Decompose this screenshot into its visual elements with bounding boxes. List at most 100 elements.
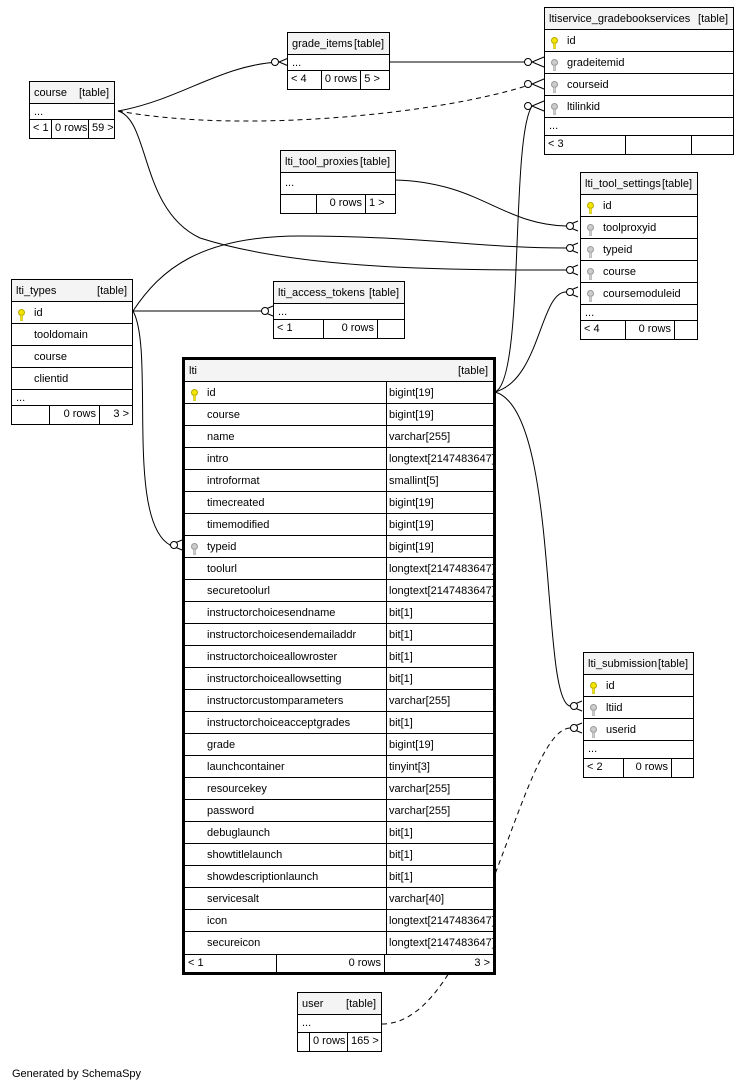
prev-nav[interactable]: < 4	[288, 71, 322, 89]
table-kind: [table]	[369, 287, 399, 299]
more-columns: ...	[12, 390, 132, 406]
next-nav[interactable]	[692, 136, 733, 154]
table-kind: [table]	[97, 285, 127, 297]
table-header: course [table]	[30, 82, 114, 104]
column-row: coursemoduleid	[581, 283, 697, 305]
column-name: showdescriptionlaunch	[207, 871, 319, 883]
column-type: longtext[2147483647]	[386, 910, 493, 931]
next-nav[interactable]	[672, 759, 693, 777]
table-kind: [table]	[662, 178, 692, 190]
column-row: instructorcustomparameters varchar[255]	[185, 690, 493, 712]
prev-nav[interactable]: < 4	[581, 321, 626, 339]
table-footer: 0 rows 1 >	[281, 195, 395, 213]
column-name: instructorchoiceallowroster	[207, 651, 338, 663]
column-row: showdescriptionlaunch bit[1]	[185, 866, 493, 888]
column-name: id	[207, 387, 216, 399]
table-kind: [table]	[79, 87, 109, 99]
next-nav[interactable]: 5 >	[364, 73, 380, 85]
column-type: bit[1]	[386, 866, 413, 887]
table-footer: < 3	[545, 136, 733, 154]
next-nav[interactable]	[378, 320, 404, 338]
column-name: secureicon	[207, 937, 261, 949]
column-type: varchar[40]	[386, 888, 444, 909]
table-name: lti_tool_proxies	[285, 156, 359, 168]
column-name: instructorchoicesendname	[207, 607, 336, 619]
prev-nav[interactable]: < 1	[185, 955, 277, 972]
column-type: varchar[255]	[386, 690, 450, 711]
column-name: showtitlelaunch	[207, 849, 283, 861]
table-lti-access-tokens[interactable]: lti_access_tokens [table] ... < 1 0 rows	[273, 281, 405, 339]
edge-ltiservice-course	[117, 83, 533, 122]
prev-nav[interactable]	[12, 406, 50, 424]
column-type: bit[1]	[386, 822, 413, 843]
column-name: resourcekey	[207, 783, 267, 795]
next-nav[interactable]	[675, 321, 697, 339]
table-name: grade_items	[292, 38, 353, 50]
table-footer: < 4 0 rows 5 >	[288, 71, 389, 89]
edge-ltiservice-lti	[494, 105, 533, 393]
column-type: longtext[2147483647]	[386, 932, 493, 954]
table-lti-types[interactable]: lti_types [table] id tooldomain course c…	[11, 279, 133, 425]
column-row: userid	[584, 719, 693, 741]
column-type: varchar[255]	[386, 800, 450, 821]
edge-toolsettings-proxy	[393, 179, 567, 227]
table-ltiservice-gradebookservices[interactable]: ltiservice_gradebookservices [table] id …	[544, 7, 734, 155]
table-footer: 0 rows 3 >	[12, 406, 132, 424]
prev-nav[interactable]: < 1	[30, 120, 52, 138]
table-header: lti_tool_proxies [table]	[281, 151, 395, 173]
row-count: 0 rows	[277, 955, 385, 972]
column-name: typeid	[207, 541, 237, 553]
column-name: grade	[207, 739, 236, 751]
column-row: id	[584, 675, 693, 697]
primary-key-icon	[190, 387, 199, 402]
table-lti-tool-settings[interactable]: lti_tool_settings [table] id toolproxyid…	[580, 172, 698, 340]
generated-by-text: Generated by SchemaSpy	[12, 1068, 142, 1080]
more-columns: ...	[274, 304, 404, 320]
table-kind: [table]	[458, 365, 488, 377]
column-type: smallint[5]	[386, 470, 439, 491]
primary-key-icon	[550, 35, 559, 50]
row-count: 0 rows	[626, 321, 675, 339]
table-name: user	[302, 998, 324, 1010]
row-count: 0 rows	[322, 71, 362, 89]
prev-nav[interactable]	[281, 195, 317, 213]
table-footer: < 4 0 rows	[581, 321, 697, 339]
table-user[interactable]: user [table] ... 0 rows 165 >	[297, 992, 382, 1052]
column-name: intro	[207, 453, 229, 465]
table-lti-submission[interactable]: lti_submission [table] id ltiid userid .…	[583, 652, 694, 778]
prev-nav[interactable]: < 2	[584, 759, 624, 777]
column-row: toolproxyid	[581, 217, 697, 239]
more-columns: ...	[584, 741, 693, 759]
next-nav[interactable]: 3 >	[113, 408, 129, 420]
row-count: 0 rows	[317, 195, 366, 213]
more-columns: ...	[581, 305, 697, 321]
table-header: lti_submission [table]	[584, 653, 693, 675]
table-lti-tool-proxies[interactable]: lti_tool_proxies [table] ... 0 rows 1 >	[280, 150, 396, 214]
column-name: instructorchoicesendemailaddr	[207, 629, 357, 641]
column-name: password	[207, 805, 255, 817]
next-nav[interactable]: 1 >	[369, 197, 385, 209]
prev-nav[interactable]: < 1	[274, 320, 324, 338]
next-nav[interactable]: 3 >	[474, 957, 490, 969]
table-header: ltiservice_gradebookservices [table]	[545, 8, 733, 30]
column-type: varchar[255]	[386, 426, 450, 447]
more-columns: ...	[281, 173, 395, 195]
prev-nav[interactable]	[298, 1033, 310, 1051]
column-type: bit[1]	[386, 668, 413, 689]
row-count: 0 rows	[52, 120, 89, 138]
next-nav[interactable]: 165 >	[351, 1035, 379, 1047]
column-name: instructorcustomparameters	[207, 695, 344, 707]
edge-toolsettings-types	[132, 235, 567, 312]
table-course[interactable]: course [table] ... < 1 0 rows 59 >	[29, 81, 115, 139]
prev-nav[interactable]: < 3	[545, 136, 626, 154]
table-grade-items[interactable]: grade_items [table] ... < 4 0 rows 5 >	[287, 32, 390, 90]
next-nav[interactable]: 59 >	[92, 122, 114, 134]
row-count: 0 rows	[324, 320, 378, 338]
